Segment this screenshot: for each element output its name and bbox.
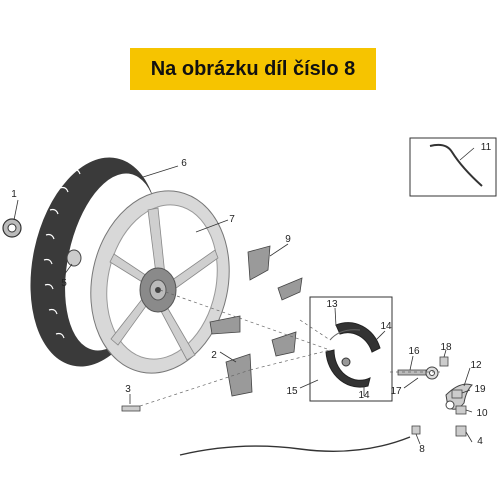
assembly-lines [139, 289, 440, 407]
part-label: 5 [61, 278, 67, 289]
part-label: 15 [286, 386, 298, 397]
part-label: 8 [419, 444, 425, 455]
part-label: 11 [481, 142, 492, 153]
part-number-labels: 1 2 3 4 5 6 7 8 9 10 11 12 13 14 14 15 1… [11, 142, 491, 455]
part-label: 1 [11, 189, 17, 200]
part-label: 16 [408, 346, 420, 357]
rim [90, 190, 230, 374]
part-11-cable [429, 143, 483, 187]
part-label: 17 [390, 386, 402, 397]
title-banner: Na obrázku díl číslo 8 [130, 48, 376, 90]
part-10 [455, 405, 467, 415]
brake-shoes [325, 322, 381, 388]
brake-pads [209, 245, 303, 397]
part-label: 18 [440, 342, 452, 353]
part-label: 10 [476, 408, 488, 419]
part-label: 3 [125, 384, 131, 395]
part-label: 2 [211, 350, 217, 361]
part-label: 7 [229, 214, 235, 225]
part-11-box [409, 137, 497, 197]
part-3 [121, 405, 141, 412]
leader-lines [13, 147, 475, 445]
part-18 [439, 356, 449, 367]
axle-assembly [397, 366, 439, 380]
part-label: 14 [358, 390, 370, 401]
part-label: 12 [470, 360, 482, 371]
part-label: 14 [380, 321, 392, 332]
part-4 [455, 425, 467, 437]
small-parts [121, 356, 467, 437]
part-label: 6 [181, 158, 187, 169]
part-label: 9 [285, 234, 291, 245]
part-5-valve [66, 249, 82, 267]
brake-assembly-box [309, 296, 393, 402]
brake-cable [179, 436, 411, 456]
part-1-ring [2, 218, 22, 238]
part-label: 4 [477, 436, 483, 447]
part-19 [451, 389, 463, 399]
title-text: Na obrázku díl číslo 8 [150, 57, 356, 80]
part-label: 13 [326, 299, 338, 310]
part-label: 19 [474, 384, 486, 395]
part-8 [411, 425, 421, 435]
